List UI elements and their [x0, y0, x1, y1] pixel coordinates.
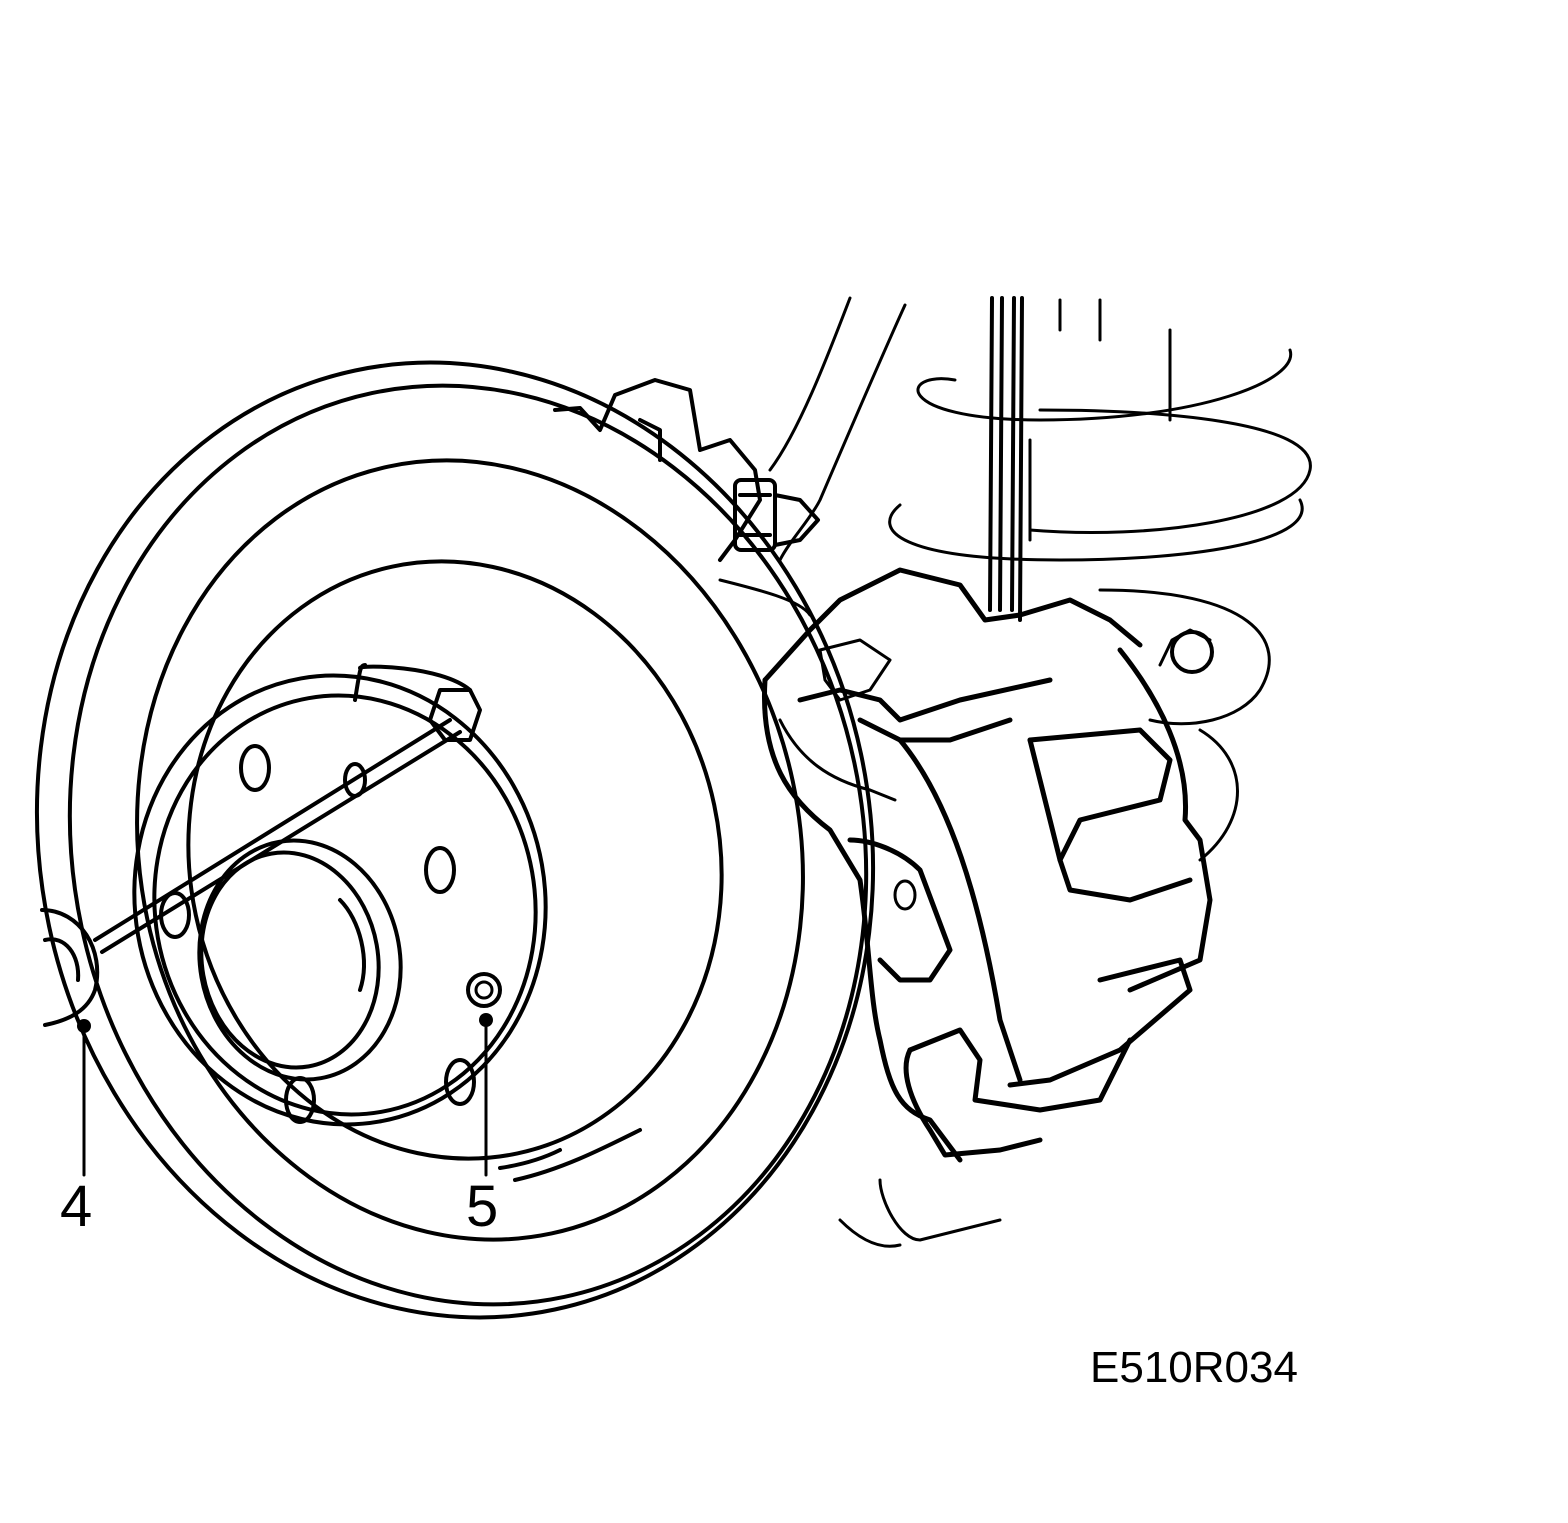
caliper-bolt-icon: [553, 378, 820, 562]
screwdriver-icon: [40, 663, 482, 1027]
figure-code: E510R034: [1090, 1343, 1298, 1392]
callout-leader-4: [77, 1019, 91, 1177]
callout-leader-5: [479, 1013, 493, 1177]
callout-label-5: 5: [466, 1174, 499, 1239]
brake-caliper-icon: [761, 567, 1214, 1163]
steering-knuckle-icon: [718, 296, 1002, 1248]
coil-spring-icon: [888, 298, 1312, 862]
brake-disc-icon: [34, 360, 876, 1320]
callout-label-4: 4: [60, 1174, 93, 1239]
strut-rod-icon: [988, 296, 1024, 622]
wheel-hub-icon: [132, 673, 548, 1127]
